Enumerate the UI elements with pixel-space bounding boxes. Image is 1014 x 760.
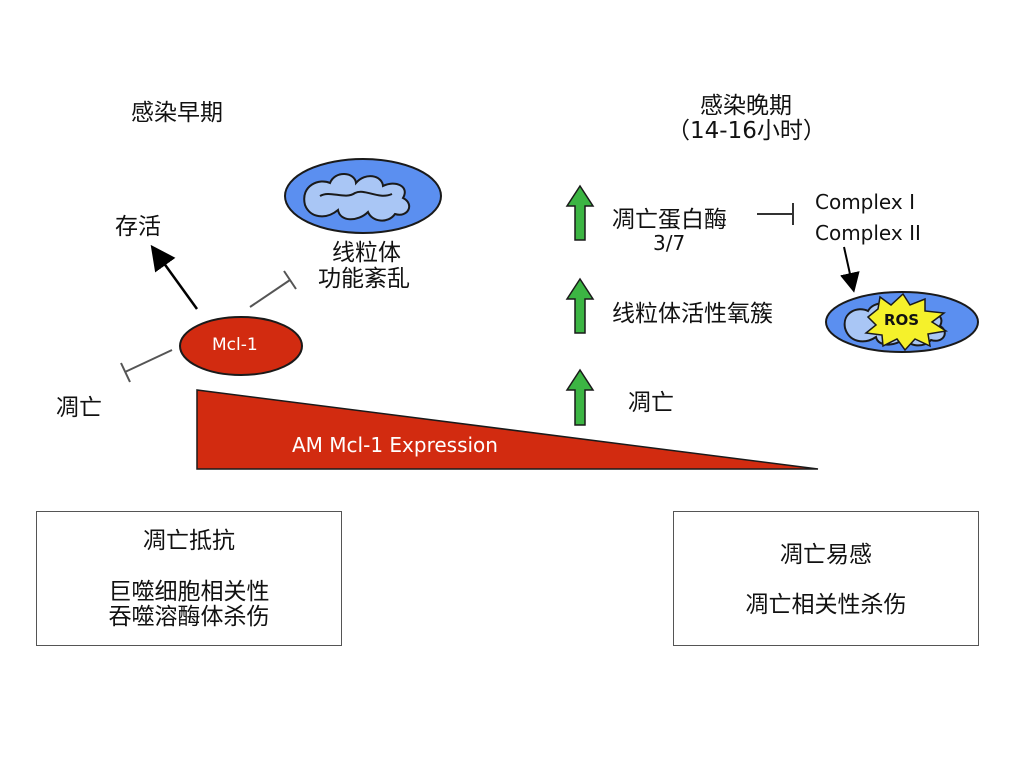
apoptosis-right-label: 凋亡: [628, 390, 674, 416]
resistance-line-2: 吞噬溶酶体杀伤: [108, 604, 270, 630]
ros-burst-icon: [864, 292, 949, 352]
mito-ros-label: 线粒体活性氧簇: [612, 301, 773, 327]
complex-2-label: Complex II: [815, 221, 921, 245]
mcl1-label: Mcl-1: [212, 335, 258, 355]
susceptible-line-1: 凋亡相关性杀伤: [745, 592, 907, 618]
survival-label: 存活: [115, 214, 161, 240]
mito-dysfunction-label-1: 线粒体: [332, 240, 401, 266]
apoptosis-resistance-box: 凋亡抵抗 巨噬细胞相关性 吞噬溶酶体杀伤: [36, 511, 342, 646]
complex-inhibit-line: [757, 203, 794, 225]
apoptosis-susceptible-box: 凋亡易感 凋亡相关性杀伤: [673, 511, 979, 646]
apoptosis-inhibit-line: [120, 349, 173, 383]
early-infection-title: 感染早期: [131, 100, 223, 126]
expression-wedge: [196, 389, 819, 470]
complex-to-ros-arrow: [840, 246, 860, 293]
caspase-number: 3/7: [653, 231, 686, 255]
resistance-title: 凋亡抵抗: [143, 528, 235, 554]
late-infection-title: 感染晚期: [700, 93, 792, 119]
caspase-label: 凋亡蛋白酶: [612, 207, 727, 233]
green-up-arrow-apoptosis: [565, 368, 595, 426]
susceptible-title: 凋亡易感: [780, 542, 872, 568]
green-up-arrow-ros: [565, 277, 595, 334]
ros-mitochondrion-icon: [825, 291, 979, 353]
resistance-line-1: 巨噬细胞相关性: [108, 579, 270, 605]
complex-1-label: Complex I: [815, 190, 915, 214]
survival-arrow: [150, 244, 199, 310]
green-up-arrow-caspase: [565, 184, 595, 241]
mcl1-ellipse: [179, 316, 303, 376]
mito-dysfunction-label-2: 功能紊乱: [318, 266, 410, 292]
apoptosis-left-label: 凋亡: [56, 395, 102, 421]
ros-label: ROS: [884, 311, 920, 329]
late-infection-subtitle: （14-16小时）: [667, 118, 826, 144]
mitochondrion-icon: [284, 158, 442, 234]
wedge-label: AM Mcl-1 Expression: [292, 433, 498, 457]
mito-inhibit-line: [249, 270, 297, 308]
